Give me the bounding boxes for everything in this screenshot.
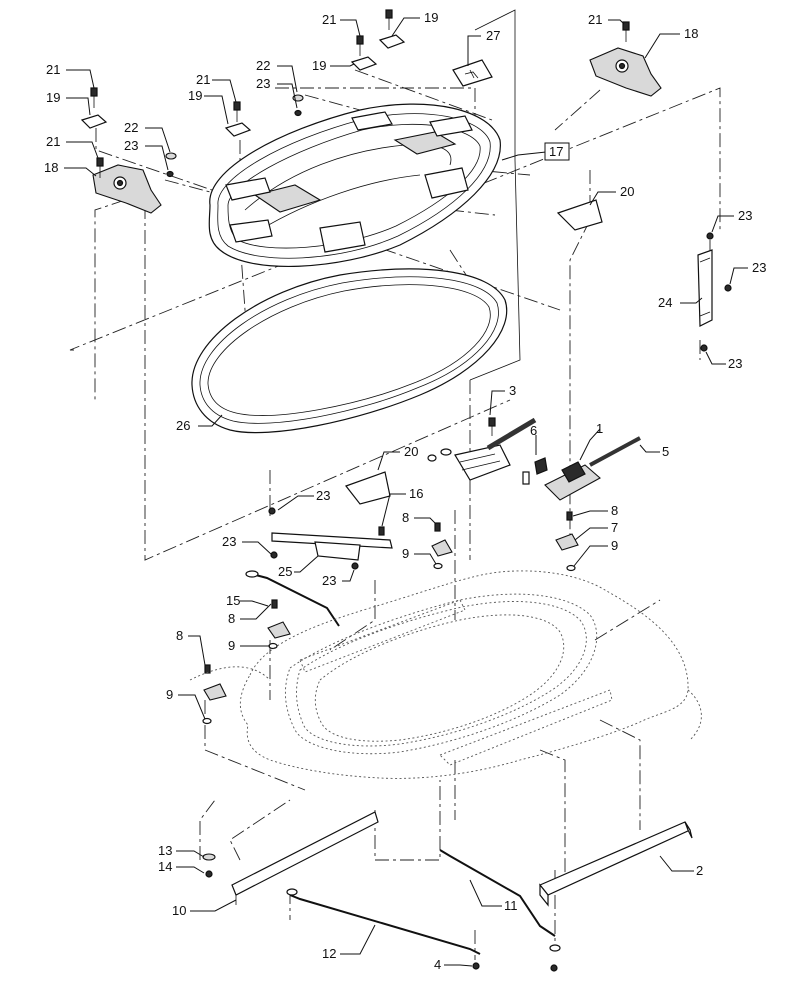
- callout-23: 23: [222, 534, 236, 549]
- callout-14: 14: [158, 859, 172, 874]
- callout-17-box: [544, 142, 570, 161]
- catch-7-8-9: [202, 511, 579, 725]
- cab-roof-panel: [189, 570, 702, 779]
- callout-18: 18: [684, 26, 698, 41]
- hinge-right: [589, 47, 662, 97]
- link-11: [439, 849, 556, 937]
- callout-19: 19: [188, 88, 202, 103]
- lid-bracket-left: [225, 177, 271, 201]
- rod-25-bracket-16: [271, 526, 393, 561]
- assembly-frame-line: [469, 9, 521, 381]
- callout-26: 26: [176, 418, 190, 433]
- callout-23: 23: [322, 573, 336, 588]
- callout-21: 21: [46, 62, 60, 77]
- callout-15: 15: [226, 593, 240, 608]
- callout-19: 19: [46, 90, 60, 105]
- callout-8: 8: [228, 611, 235, 626]
- hinge-left: [92, 164, 162, 214]
- hatch-seal: [191, 268, 508, 434]
- bracket-20-upper: [556, 199, 603, 231]
- callout-3: 3: [509, 383, 516, 398]
- rod-15: [251, 573, 340, 627]
- callout-24: 24: [658, 295, 672, 310]
- bolt-21-hardware: [90, 9, 630, 178]
- callout-21: 21: [196, 72, 210, 87]
- callout-18: 18: [44, 160, 58, 175]
- callout-11: 11: [504, 898, 518, 913]
- callout-8: 8: [611, 503, 618, 518]
- callout-4: 4: [434, 957, 441, 972]
- callout-7: 7: [611, 520, 618, 535]
- callout-23: 23: [738, 208, 752, 223]
- callout-21: 21: [588, 12, 602, 27]
- bracket-20-lower: [345, 471, 391, 505]
- callout-12: 12: [322, 946, 336, 961]
- callout-16: 16: [409, 486, 423, 501]
- rod-12: [289, 894, 481, 955]
- hatch-lid: [208, 103, 501, 267]
- callout-8: 8: [176, 628, 183, 643]
- callout-22: 22: [124, 120, 138, 135]
- callout-5: 5: [662, 444, 669, 459]
- callout-21: 21: [46, 134, 60, 149]
- callout-23: 23: [752, 260, 766, 275]
- callout-27: 27: [486, 28, 500, 43]
- callout-19: 19: [312, 58, 326, 73]
- callout-20: 20: [620, 184, 634, 199]
- lower-channel-2: [539, 821, 693, 907]
- callout-20: 20: [404, 444, 418, 459]
- callout-23: 23: [124, 138, 138, 153]
- callout-23: 23: [728, 356, 742, 371]
- pad-19-hardware: [80, 34, 406, 137]
- leader-lines: [64, 17, 748, 967]
- callout-9: 9: [166, 687, 173, 702]
- center-lines: [69, 69, 721, 960]
- callout-2: 2: [696, 863, 703, 878]
- callout-1: 1: [596, 421, 603, 436]
- callout-6: 6: [530, 423, 537, 438]
- callout-19: 19: [424, 10, 438, 25]
- callout-9: 9: [228, 638, 235, 653]
- callout-25: 25: [278, 564, 292, 579]
- latch-assembly: [427, 417, 641, 501]
- callout-17: 17: [549, 144, 563, 159]
- callout-23: 23: [316, 488, 330, 503]
- callout-8: 8: [402, 510, 409, 525]
- strut-24: [697, 249, 713, 327]
- callout-22: 22: [256, 58, 270, 73]
- label-plate-27: [452, 59, 493, 87]
- callout-9: 9: [611, 538, 618, 553]
- callout-10: 10: [172, 903, 186, 918]
- callout-labels: 21 19 21 18 22 23 21 19 22 23 21 19 19 2…: [44, 10, 766, 972]
- callout-21: 21: [322, 12, 336, 27]
- lower-bracket-10: [231, 811, 379, 905]
- callout-23: 23: [256, 76, 270, 91]
- callout-9: 9: [402, 546, 409, 561]
- callout-13: 13: [158, 843, 172, 858]
